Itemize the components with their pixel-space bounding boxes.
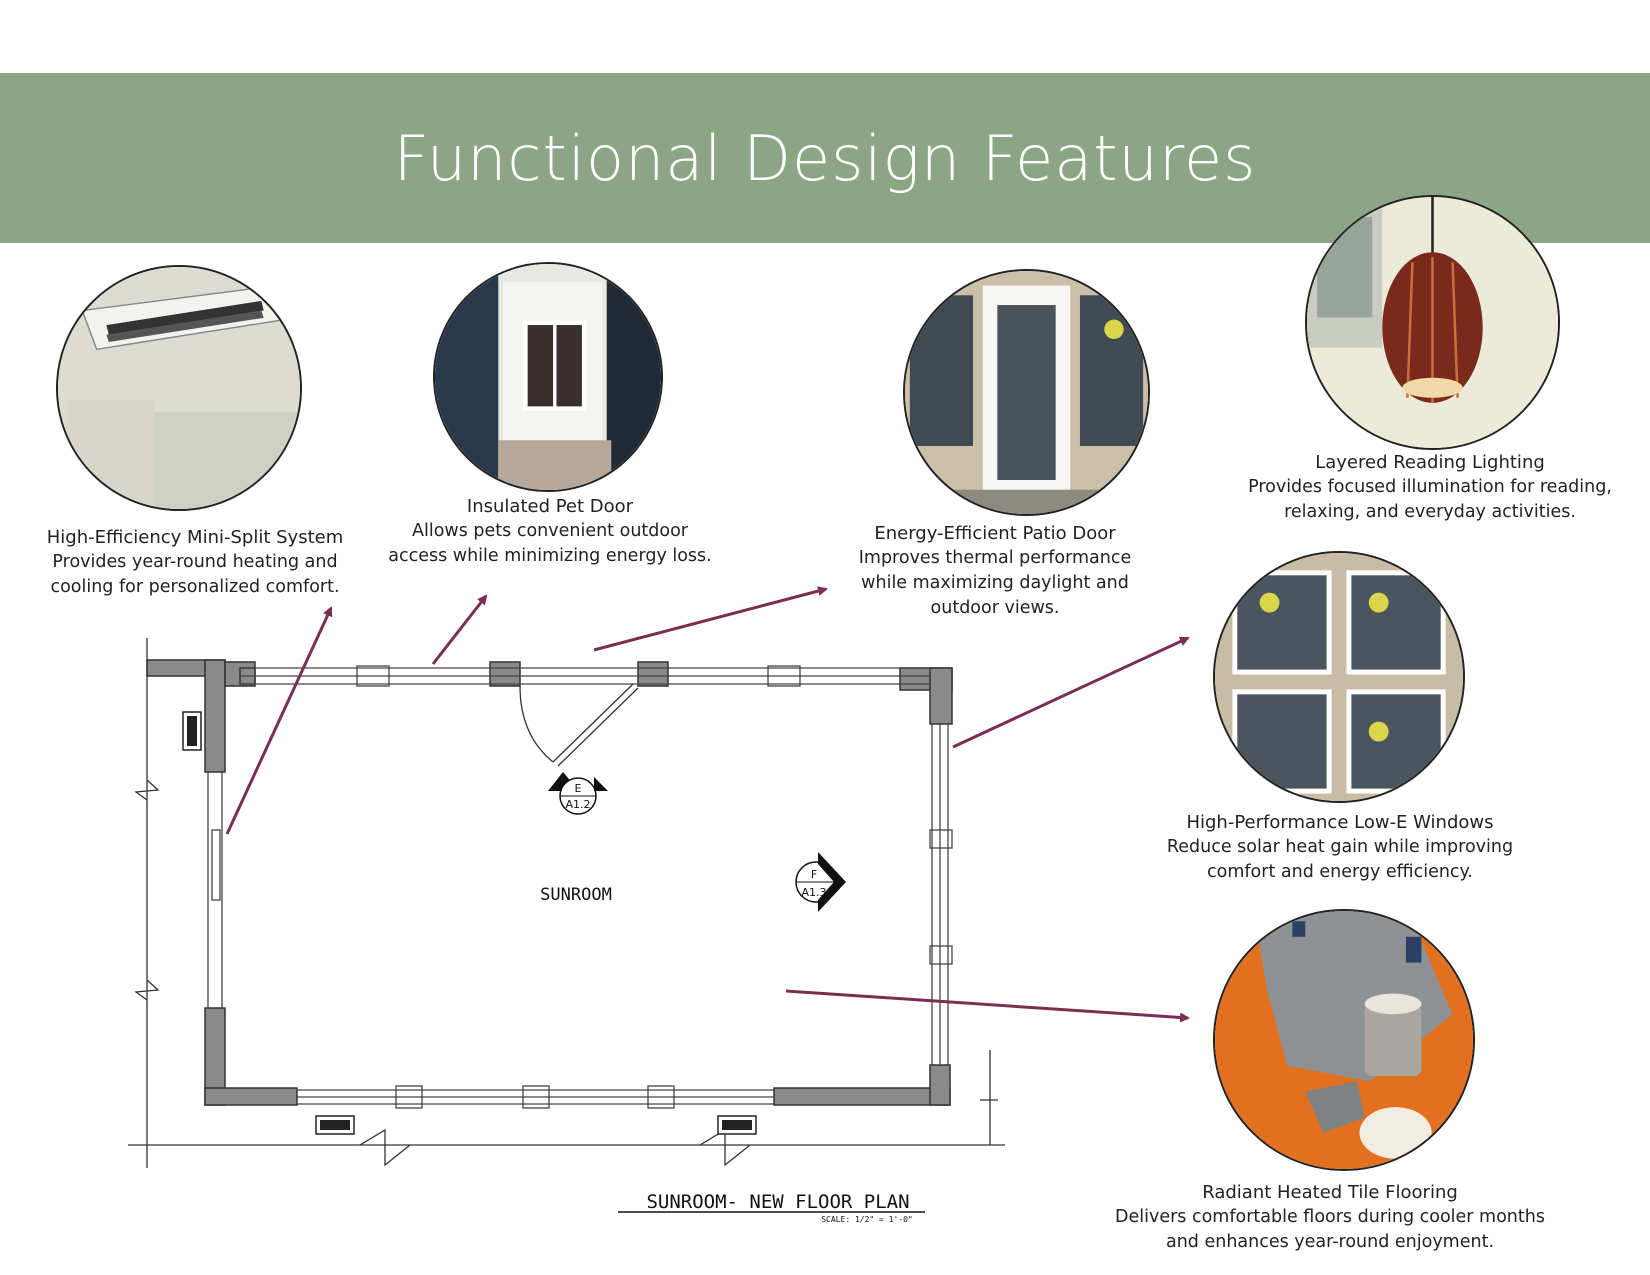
page-title: Functional Design Features [393, 121, 1257, 195]
caption-windows: High-Performance Low-E Windows Reduce so… [1145, 810, 1535, 885]
tile-floor-photo [1213, 909, 1475, 1171]
lighting-desc-1: Provides focused illumination for readin… [1248, 477, 1612, 497]
patio-door-icon [905, 271, 1148, 514]
windows-desc-2: comfort and energy efficiency. [1207, 862, 1473, 882]
marker-e-top: E [575, 782, 582, 795]
pendant-lamp-icon [1307, 197, 1558, 448]
mini-split-desc-2: cooling for personalized comfort. [50, 577, 340, 597]
callout-arrows [225, 586, 1190, 1023]
pet-door-desc-2: access while minimizing energy loss. [388, 546, 712, 566]
marker-e-bottom: A1.2 [565, 798, 590, 811]
mini-split-icon [58, 267, 300, 509]
mini-split-photo [56, 265, 302, 511]
walls [146, 659, 953, 1106]
door-swing [519, 683, 639, 767]
arrow-mini-split [225, 606, 333, 835]
section-marker-f: F A1.3 [795, 852, 846, 912]
patio-door-title: Energy-Efficient Patio Door [874, 523, 1116, 544]
caption-pet-door: Insulated Pet Door Allows pets convenien… [365, 494, 735, 569]
section-marker-e: E A1.2 [548, 772, 608, 815]
caption-lighting: Layered Reading Lighting Provides focuse… [1225, 450, 1635, 525]
tile-floor-icon [1215, 911, 1473, 1169]
marker-f-top: F [811, 868, 817, 881]
patio-door-photo [903, 269, 1150, 516]
caption-tile-floor: Radiant Heated Tile Flooring Delivers co… [1090, 1180, 1570, 1255]
arrow-patio-door [593, 586, 828, 652]
mini-split-desc-1: Provides year-round heating and [52, 552, 338, 572]
title-banner: Functional Design Features [0, 73, 1650, 243]
patio-door-desc-2: while maximizing daylight and [861, 573, 1129, 593]
patio-door-desc-1: Improves thermal performance [858, 548, 1132, 568]
tile-floor-title: Radiant Heated Tile Flooring [1202, 1182, 1458, 1203]
pet-door-desc-1: Allows pets convenient outdoor [412, 521, 688, 541]
tile-floor-desc-1: Delivers comfortable floors during coole… [1115, 1207, 1545, 1227]
plan-title: SUNROOM- NEW FLOOR PLAN [646, 1191, 909, 1213]
windows-desc-1: Reduce solar heat gain while improving [1166, 837, 1514, 857]
vents [182, 711, 757, 1135]
patio-door-desc-3: outdoor views. [930, 598, 1060, 618]
room-label: SUNROOM [540, 885, 612, 905]
lighting-desc-2: relaxing, and everyday activities. [1284, 502, 1576, 522]
caption-mini-split: High-Efficiency Mini-Split System Provid… [30, 525, 360, 600]
pet-door-title: Insulated Pet Door [466, 496, 634, 517]
arrow-windows [952, 636, 1190, 749]
mini-split-title: High-Efficiency Mini-Split System [46, 527, 344, 548]
arrow-tile-floor [785, 989, 1190, 1023]
marker-f-bottom: A1.3 [801, 886, 826, 899]
arrow-pet-door [431, 594, 488, 665]
plan-scale: SCALE: 1/2" = 1'-0" [821, 1215, 913, 1224]
windows-photo [1213, 551, 1465, 803]
tile-floor-desc-2: and enhances year-round enjoyment. [1165, 1232, 1495, 1252]
windows-title: High-Performance Low-E Windows [1186, 812, 1494, 833]
windows-icon [1215, 553, 1463, 801]
pendant-lamp-photo [1305, 195, 1560, 450]
caption-patio-door: Energy-Efficient Patio Door Improves the… [835, 521, 1155, 621]
lighting-title: Layered Reading Lighting [1315, 452, 1545, 473]
